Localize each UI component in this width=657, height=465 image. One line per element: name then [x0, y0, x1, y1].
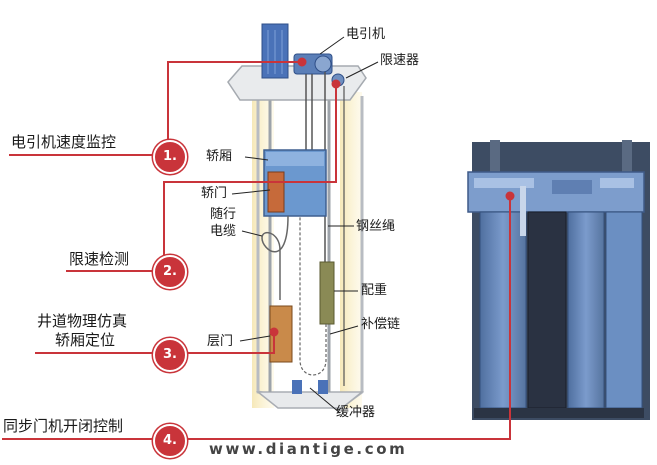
callout-1-underline — [9, 154, 182, 156]
counterweight — [319, 261, 335, 325]
label-traveling-cable-1: 随行 — [210, 207, 237, 222]
callout-3-badge: 3. — [153, 338, 187, 372]
callout-2-label: 限速检测 — [69, 250, 130, 268]
door-machine-photo — [467, 140, 650, 420]
label-traveling-cable-2: 电缆 — [210, 224, 237, 239]
callout-2-underline — [66, 270, 182, 272]
callout-3-label-line1: 井道物理仿真 — [37, 312, 128, 330]
leader-3 — [182, 332, 275, 354]
car-door — [267, 171, 285, 213]
label-counterweight: 配重 — [361, 283, 388, 298]
label-car-door: 轿门 — [201, 186, 228, 201]
leader-2-dot — [331, 79, 341, 89]
elevator-shaft — [227, 23, 367, 410]
callout-3-underline — [35, 352, 182, 354]
leader-3-dot — [269, 327, 279, 337]
label-steel-rope: 钢丝绳 — [356, 219, 396, 234]
leader-4 — [182, 196, 511, 440]
door-leaf-3 — [567, 211, 605, 409]
label-buffer: 缓冲器 — [336, 405, 376, 420]
callout-3-label-line2: 轿厢定位 — [55, 331, 116, 349]
callout-1-label: 电引机速度监控 — [11, 133, 117, 151]
label-traction-machine: 电引机 — [346, 27, 386, 42]
label-speed-governor: 限速器 — [380, 53, 420, 68]
shaft-glow-right — [340, 92, 362, 408]
callout-4-underline — [2, 438, 182, 440]
label-compensation-chain: 补偿链 — [361, 317, 401, 332]
callout-2-badge: 2. — [153, 255, 187, 289]
leader-1-dot — [297, 57, 307, 67]
travelling-cable — [261, 215, 289, 300]
callout-1-badge: 1. — [153, 140, 187, 174]
door-leaf-1 — [479, 211, 527, 409]
label-landing-door: 层门 — [207, 334, 234, 349]
watermark: www.diantige.com — [209, 440, 408, 458]
leader-4-dot — [505, 191, 515, 201]
callout-4-label: 同步门机开闭控制 — [3, 417, 124, 435]
door-leaf-2 — [527, 211, 567, 409]
callout-4-badge: 4. — [153, 424, 187, 458]
compensation-chain — [299, 216, 327, 376]
label-car: 轿厢 — [206, 149, 233, 164]
door-leaf-4 — [605, 211, 643, 409]
buffer — [292, 380, 302, 394]
